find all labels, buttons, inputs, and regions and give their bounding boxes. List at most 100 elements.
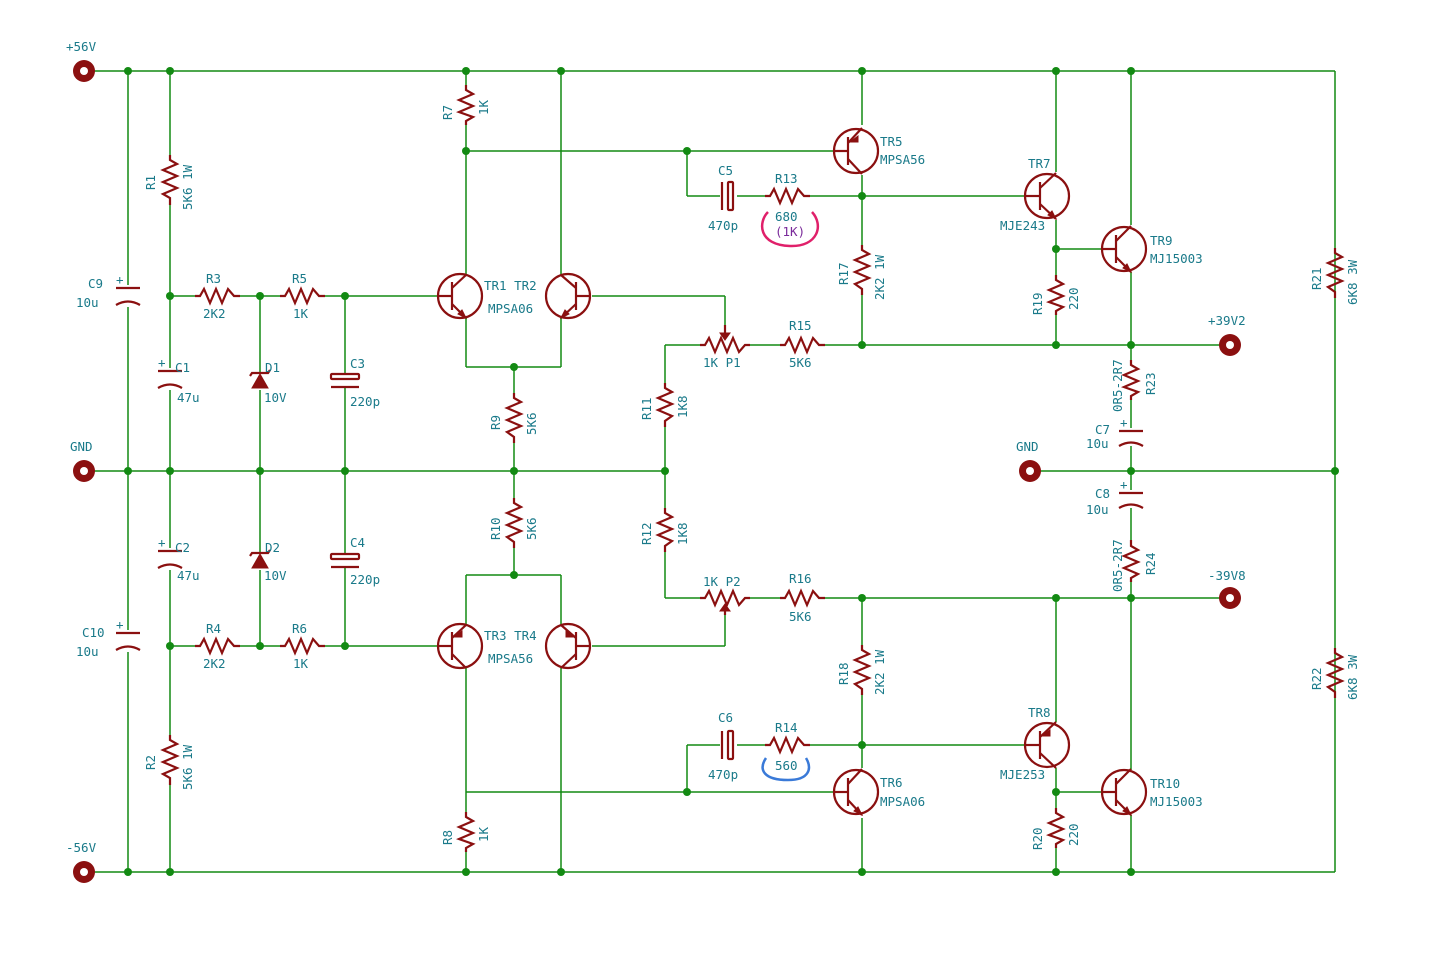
c2-ref: C2 <box>175 540 190 555</box>
svg-text:+: + <box>158 355 166 370</box>
port-p56[interactable]: +56V <box>66 39 97 82</box>
transistor-tr10: TR10 MJ15003 <box>1100 768 1203 817</box>
r3-value: 2K2 <box>203 306 226 321</box>
capacitor-c5: C5 470p <box>708 163 738 233</box>
resistor-r18: R18 2K2 1W <box>836 645 887 695</box>
r14-ref: R14 <box>775 720 798 735</box>
zener-d2: D2 10V <box>249 540 287 583</box>
port-m39[interactable]: -39V8 <box>1208 568 1246 609</box>
port-gnd-left[interactable]: GND <box>70 439 95 482</box>
c1-value: 47u <box>177 390 200 405</box>
tr12-value: MPSA06 <box>488 301 533 316</box>
resistor-r17: R17 2K2 1W <box>836 245 887 300</box>
r16-value: 5K6 <box>789 609 812 624</box>
r18-value: 2K2 1W <box>872 649 887 695</box>
c2-value: 47u <box>177 568 200 583</box>
resistor-r20: R20 220 <box>1030 808 1081 850</box>
p1-label: 1K P1 <box>703 355 741 370</box>
r22-value: 6K8 3W <box>1345 654 1360 700</box>
c4-value: 220p <box>350 572 380 587</box>
r5-value: 1K <box>293 306 309 321</box>
r23-value: 0R5-2R7 <box>1110 359 1125 412</box>
r6-ref: R6 <box>292 621 307 636</box>
resistor-r19: R19 220 <box>1030 275 1081 315</box>
potentiometer-p2: 1K P2 <box>700 574 750 615</box>
resistor-r21: R21 6K8 3W <box>1309 248 1360 305</box>
capacitor-c9: + C9 10u <box>76 272 141 310</box>
r24-ref: R24 <box>1143 552 1158 575</box>
transistor-tr6: TR6 MPSA06 <box>832 768 925 817</box>
port-m39-label: -39V8 <box>1208 568 1246 583</box>
r20-ref: R20 <box>1030 827 1045 850</box>
transistor-tr3 <box>436 622 484 670</box>
tr8-value: MJE253 <box>1000 767 1045 782</box>
r16-ref: R16 <box>789 571 812 586</box>
tr5-ref: TR5 <box>880 134 903 149</box>
r8-value: 1K <box>476 826 491 842</box>
c3-value: 220p <box>350 394 380 409</box>
tr34-ref: TR3 TR4 <box>484 628 537 643</box>
tr8-ref: TR8 <box>1028 705 1051 720</box>
r9-value: 5K6 <box>524 412 539 435</box>
r23-ref: R23 <box>1143 372 1158 395</box>
capacitor-c8: + C8 10u <box>1086 477 1144 517</box>
r15-ref: R15 <box>789 318 812 333</box>
resistor-r5: R5 1K <box>280 271 325 321</box>
c9-value: 10u <box>76 295 99 310</box>
r22-ref: R22 <box>1309 667 1324 690</box>
resistor-r7: R7 1K <box>440 85 491 125</box>
wires <box>84 70 1336 873</box>
port-gnd-right[interactable]: GND <box>1016 439 1041 482</box>
r18-ref: R18 <box>836 662 851 685</box>
annotation-r14 <box>761 757 811 782</box>
r13-note: (1K) <box>775 224 805 239</box>
c8-ref: C8 <box>1095 486 1110 501</box>
junction-dots <box>124 67 1339 876</box>
tr7-value: MJE243 <box>1000 218 1045 233</box>
resistor-r8: R8 1K <box>440 812 491 852</box>
c7-ref: C7 <box>1095 422 1110 437</box>
r15-value: 5K6 <box>789 355 812 370</box>
tr6-ref: TR6 <box>880 775 903 790</box>
resistor-r13: R13 680 <box>765 171 810 224</box>
tr5-value: MPSA56 <box>880 152 925 167</box>
r2-value: 5K6 1W <box>180 744 195 790</box>
r11-ref: R11 <box>639 397 654 420</box>
c5-value: 470p <box>708 218 738 233</box>
tr6-value: MPSA06 <box>880 794 925 809</box>
port-gnd-right-label: GND <box>1016 439 1039 454</box>
d2-ref: D2 <box>265 540 280 555</box>
r11-value: 1K8 <box>675 395 690 418</box>
r2-ref: R2 <box>143 755 158 770</box>
tr9-ref: TR9 <box>1150 233 1173 248</box>
tr10-ref: TR10 <box>1150 776 1180 791</box>
c10-value: 10u <box>76 644 99 659</box>
r4-ref: R4 <box>206 621 221 636</box>
capacitor-c3: C3 220p <box>329 356 380 409</box>
c1-ref: C1 <box>175 360 190 375</box>
r24-value: 0R5-2R7 <box>1110 539 1125 592</box>
capacitor-c7: + C7 10u <box>1086 415 1144 451</box>
zener-d1: D1 10V <box>249 360 287 405</box>
port-p39-label: +39V2 <box>1208 313 1246 328</box>
port-p39[interactable]: +39V2 <box>1208 313 1246 356</box>
r1-ref: R1 <box>143 175 158 190</box>
capacitor-c2: + C2 47u <box>157 535 200 583</box>
svg-text:+: + <box>1120 415 1128 430</box>
c5-ref: C5 <box>718 163 733 178</box>
resistor-r9: R9 5K6 <box>488 393 539 443</box>
svg-text:+: + <box>116 272 124 287</box>
resistor-r16: R16 5K6 <box>780 571 825 624</box>
d1-value: 10V <box>264 390 287 405</box>
port-m56[interactable]: -56V <box>66 840 97 883</box>
r10-value: 5K6 <box>524 517 539 540</box>
resistor-r24: 0R5-2R7 R24 <box>1110 539 1158 592</box>
svg-text:+: + <box>1120 477 1128 492</box>
tr9-value: MJ15003 <box>1150 251 1203 266</box>
port-p56-label: +56V <box>66 39 97 54</box>
r13-ref: R13 <box>775 171 798 186</box>
r20-value: 220 <box>1066 823 1081 846</box>
r4-value: 2K2 <box>203 656 226 671</box>
r19-value: 220 <box>1066 287 1081 310</box>
tr12-ref: TR1 TR2 <box>484 278 537 293</box>
